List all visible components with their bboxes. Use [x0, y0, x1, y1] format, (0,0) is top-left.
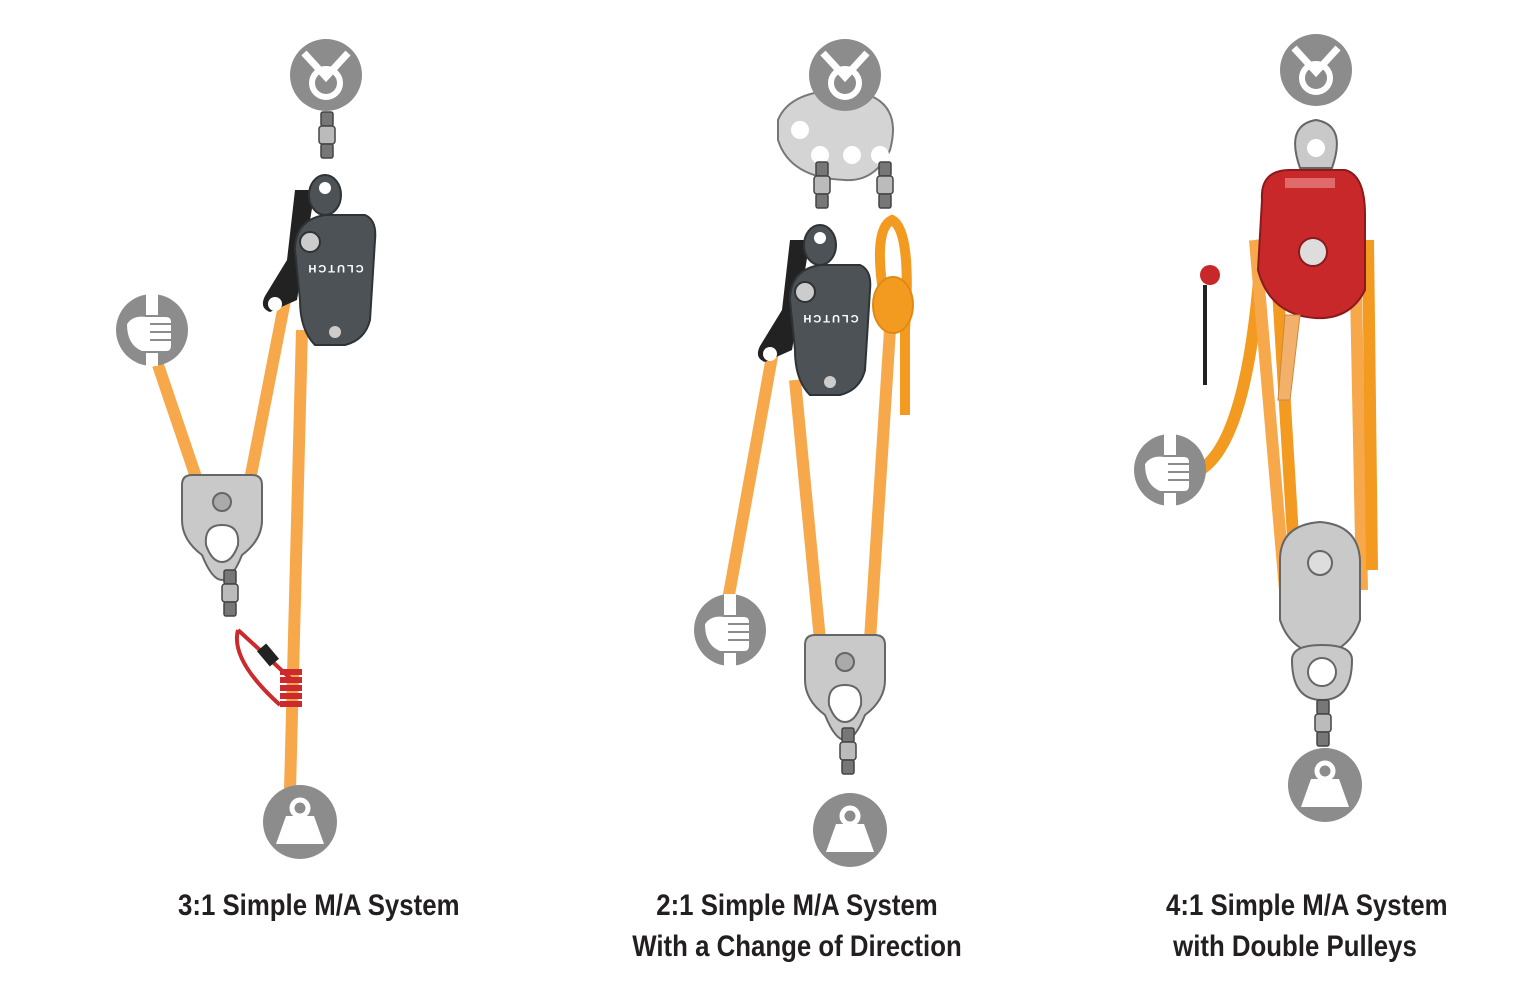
system-3-to-1: CLUTCH: [115, 39, 377, 859]
pulley-icon: [181, 474, 263, 581]
figure-eight-knot: [872, 276, 914, 334]
hand-pull-icon: [693, 593, 767, 667]
carabiner-icon: [318, 111, 336, 159]
prusik-loop: [234, 628, 302, 707]
hand-pull-icon: [115, 293, 189, 367]
red-pulley-icon: [1200, 169, 1366, 401]
caption-line-2: with Double Pulleys: [1173, 930, 1417, 963]
anchor-icon: [809, 39, 881, 111]
anchor-icon: [1280, 34, 1352, 106]
rope: [722, 214, 914, 641]
caption-system-2: 2:1 Simple M/A System With a Change of D…: [625, 885, 969, 967]
anchor-icon: [290, 39, 362, 111]
weight-load-icon: [813, 793, 887, 867]
system-4-to-1-double-pulleys: [1133, 34, 1378, 822]
caption-line-1: 4:1 Simple M/A System: [1166, 889, 1448, 922]
pulley-icon: [804, 634, 886, 741]
carabiner-icon: [1314, 699, 1332, 747]
carabiner-icon: [813, 161, 831, 209]
weight-load-icon: [263, 785, 337, 859]
device-label: CLUTCH: [306, 262, 363, 274]
carabiner-icon: [876, 161, 894, 209]
weight-load-icon: [1288, 748, 1362, 822]
carabiner-icon: [839, 727, 857, 775]
rope: [152, 283, 308, 791]
system-2-to-1-change-direction: CLUTCH: [693, 39, 914, 867]
caption-line-1: 2:1 Simple M/A System: [656, 889, 938, 922]
caption-line-2: With a Change of Direction: [632, 930, 962, 963]
caption-system-3: 4:1 Simple M/A System with Double Pulley…: [1166, 885, 1448, 967]
hand-pull-icon: [1133, 433, 1207, 507]
caption-system-1: 3:1 Simple M/A System: [178, 885, 460, 926]
caption-line-1: 3:1 Simple M/A System: [178, 889, 460, 922]
carabiner-icon: [221, 569, 239, 617]
pulley-icon: [1279, 520, 1361, 702]
device-label: CLUTCH: [801, 312, 858, 324]
